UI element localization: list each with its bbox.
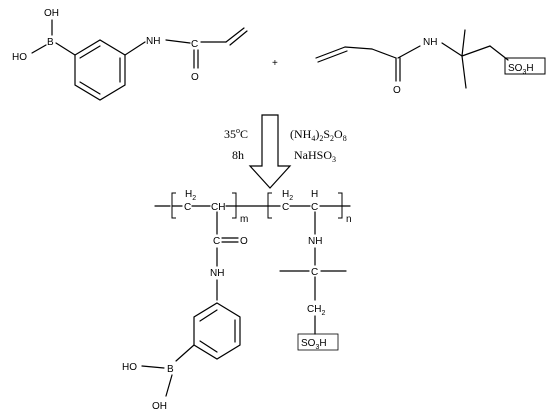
product-m-index: m [240,214,248,225]
product-hydroxyl-bottom: OH [152,401,167,412]
reactant-a-hydroxyl-top: OH [44,8,59,19]
product-quat-c: C [311,267,318,278]
condition-temperature: 35oC [224,126,248,141]
product-ch-right-c: C [311,202,318,213]
product-copolymer: H2 C CH m H2 C H C n C O NH [122,189,352,412]
reactant-a-carbonyl-o: O [191,72,199,83]
condition-time: 8h [232,148,244,162]
product-carbonyl-c: C [213,236,220,247]
product-ch2-side: CH2 [307,304,325,317]
reactant-a-carbonyl-c: C [191,39,198,50]
product-ch2-right-h: H2 [282,189,293,202]
reactant-b-sulfonic: SO3H [508,63,534,76]
product-sulfonic: SO3H [301,338,327,351]
product-n-index: n [346,214,352,225]
reactant-b-carbonyl-o: O [393,85,401,96]
reactant-a-hydroxyl-left: HO [12,52,27,63]
product-benzene-ring [193,302,241,360]
product-hydroxyl-left: HO [122,362,137,373]
reactant-a-boron: B [47,37,54,48]
product-ch2-left: H2 [185,189,196,202]
product-ch2-left-c: C [184,202,191,213]
reaction-conditions: 35oC 8h (NH4)2S2O8 NaHSO3 [224,126,347,164]
product-amide-nh-right: NH [308,236,322,247]
condition-reductant: NaHSO3 [294,148,336,164]
product-boron: B [167,364,174,375]
reactant-a-amide-nh: NH [146,36,160,47]
plus-sign: + [272,58,278,69]
reactant-a: B OH HO NH C O [12,8,248,101]
reaction-arrow [248,114,292,189]
condition-oxidant: (NH4)2S2O8 [290,127,347,143]
reactant-b: O NH SO3H [315,29,546,96]
reactant-a-benzene-ring [74,39,126,101]
product-ch-left: CH [211,202,225,213]
product-amide-nh-left: NH [210,268,224,279]
product-carbonyl-o: O [240,236,248,247]
product-ch2-right-c: C [282,202,289,213]
product-ch-right-h: H [311,189,318,200]
reactant-b-amide-nh: NH [423,37,437,48]
